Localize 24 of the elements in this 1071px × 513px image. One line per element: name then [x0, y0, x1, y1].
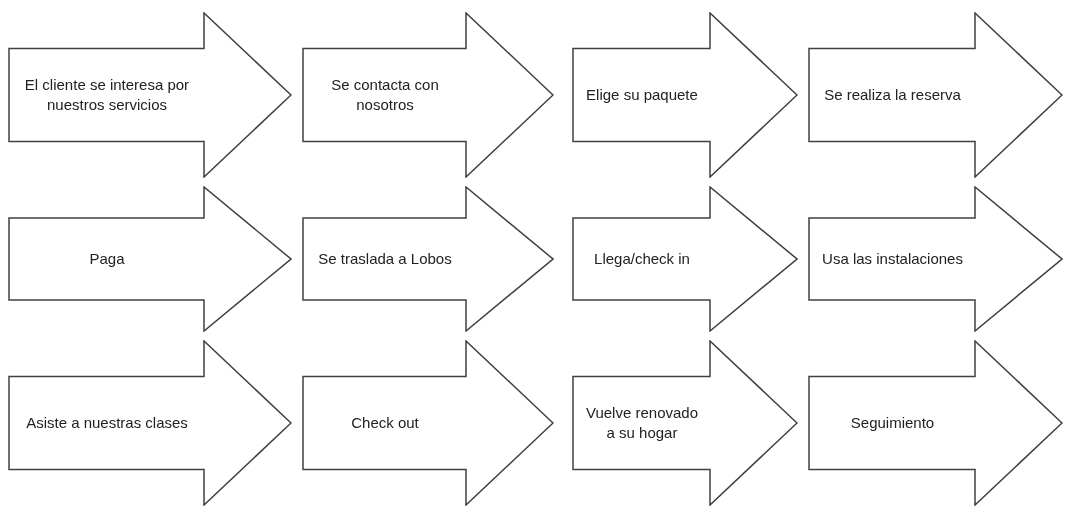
process-step — [8, 186, 292, 332]
step-label: Asiste a nuestras clases — [26, 412, 188, 433]
step-label: Paga — [89, 248, 125, 269]
step-label: Check out — [351, 412, 419, 433]
process-step — [8, 12, 292, 178]
step-label: Vuelve renovado a su hogar — [585, 402, 699, 443]
step-label: Seguimiento — [850, 412, 935, 433]
process-step — [302, 12, 554, 178]
process-step — [572, 186, 798, 332]
step-label: El cliente se interesa por nuestros servicios — [23, 74, 191, 115]
process-step — [8, 340, 292, 506]
step-label: Se contacta con nosotros — [330, 74, 440, 115]
step-label: Elige su paquete — [586, 84, 698, 105]
step-label: Se realiza la reserva — [824, 84, 961, 105]
process-step — [808, 12, 1063, 178]
process-step — [808, 340, 1063, 506]
process-step — [808, 186, 1063, 332]
step-label: Usa las instalaciones — [822, 248, 963, 269]
process-step — [302, 186, 554, 332]
process-step — [572, 340, 798, 506]
process-step — [572, 12, 798, 178]
process-step — [302, 340, 554, 506]
step-label: Se traslada a Lobos — [318, 248, 452, 269]
step-label: Llega/check in — [594, 248, 690, 269]
